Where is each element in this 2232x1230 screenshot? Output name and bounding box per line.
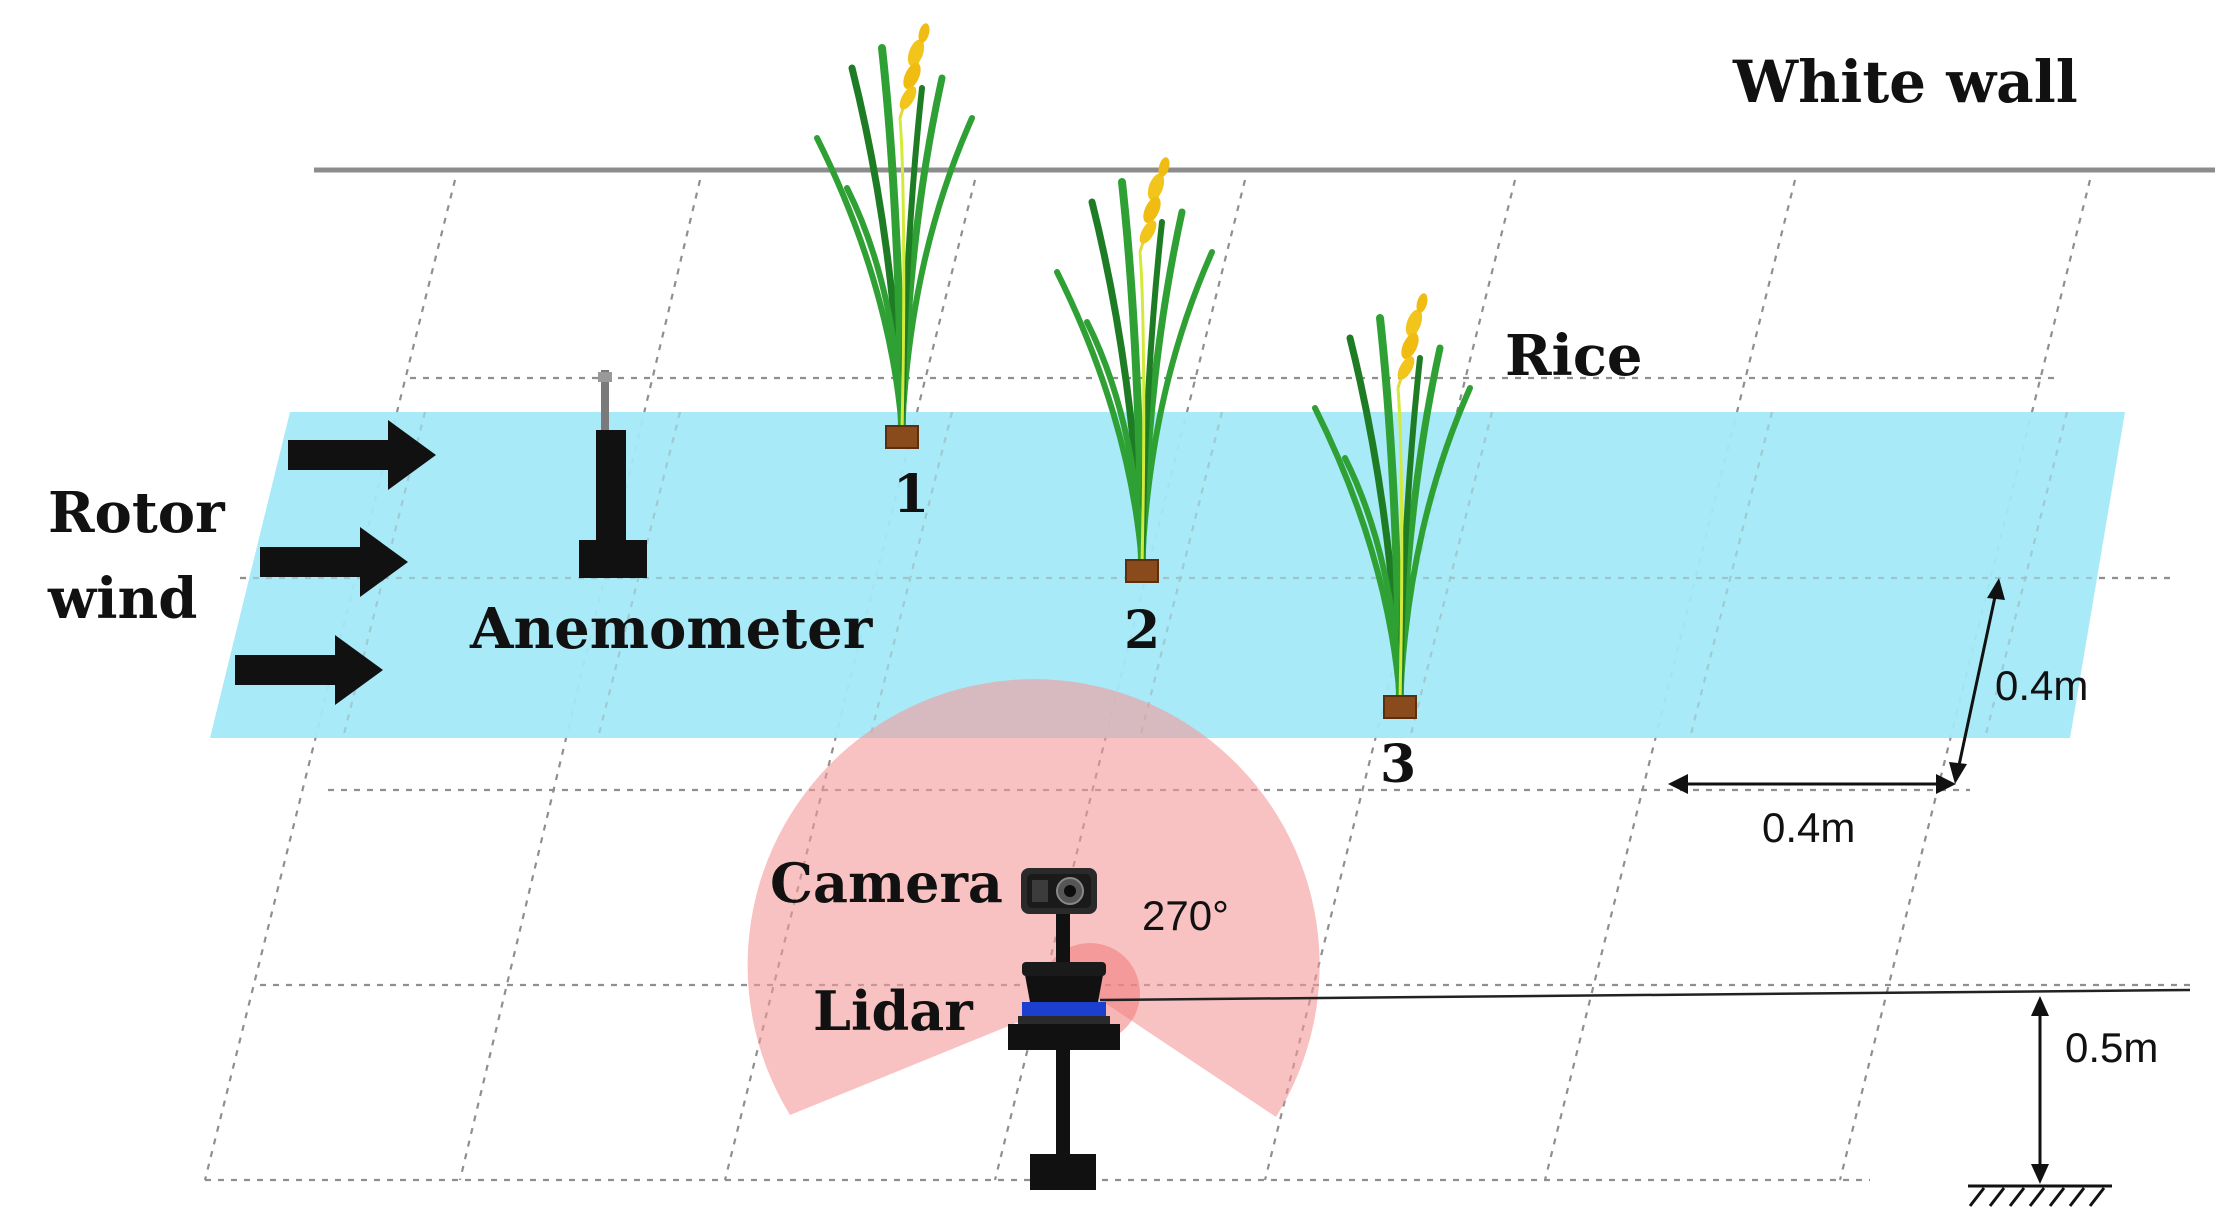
- plant-number-2: 2: [1124, 600, 1160, 661]
- rotor-wind-label-2: wind: [47, 566, 197, 632]
- plant-number-1: 1: [893, 464, 929, 525]
- rotor-wind-line1: Rotor: [48, 480, 226, 546]
- plant-number-3: 3: [1380, 734, 1416, 795]
- rotor-wind-line2: wind: [47, 566, 197, 632]
- rotor-wind-band: [210, 412, 2125, 738]
- rotor-wind-label: Rotor: [48, 480, 226, 546]
- rice-plant-1: [817, 22, 972, 448]
- lidar-height-line: [1099, 988, 2191, 1002]
- anemometer-label: Anemometer: [469, 596, 874, 662]
- camera-icon: [1021, 868, 1097, 914]
- height-dimension: [1968, 996, 2112, 1207]
- grid-spacing-vertical-label: 0.4m: [1995, 662, 2088, 709]
- anemometer-icon: [579, 370, 647, 578]
- height-label: 0.5m: [2065, 1024, 2158, 1071]
- grid-spacing-horizontal-label: 0.4m: [1762, 804, 1855, 851]
- rice-label: Rice: [1505, 323, 1643, 389]
- fov-angle-label: 270°: [1142, 892, 1229, 939]
- camera-label: Camera: [770, 851, 1003, 915]
- white-wall-label: White wall: [1732, 48, 2078, 116]
- grid-spacing-horizontal: [1668, 774, 1956, 794]
- lidar-icon: [1008, 914, 1120, 1190]
- grid-spacing-vertical: [1949, 578, 2005, 784]
- lidar-label: Lidar: [813, 979, 973, 1043]
